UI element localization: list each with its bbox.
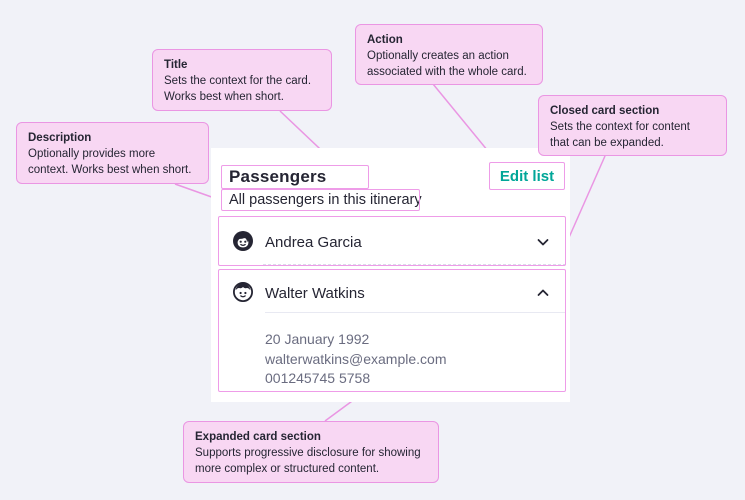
annotation-body: Sets the context for content that can be… [550,121,690,149]
annotation-action: Action Optionally creates an action asso… [355,24,543,85]
annotation-body: Optionally creates an action associated … [367,50,527,78]
card-title: Passengers [229,167,327,186]
passenger-dob: 20 January 1992 [265,331,370,347]
annotation-body: Supports progressive disclosure for show… [195,447,421,475]
section-divider [263,264,566,265]
annotation-title: Title Sets the context for the card. Wor… [152,49,332,111]
annotation-closed-section: Closed card section Sets the context for… [538,95,727,156]
card-panel [211,148,570,402]
annotation-heading: Closed card section [550,105,660,117]
passenger-name-walter[interactable]: Walter Watkins [265,285,365,302]
card-description: All passengers in this itinerary [229,192,422,208]
header-divider [265,312,566,313]
annotation-body: Optionally provides more context. Works … [28,148,192,176]
annotation-heading: Action [367,34,403,46]
edit-list-button[interactable]: Edit list [499,167,555,185]
passenger-details: 20 January 1992 walterwatkins@example.co… [265,330,447,389]
annotation-heading: Description [28,132,92,144]
annotation-heading: Title [164,59,188,71]
passenger-email: walterwatkins@example.com [265,350,447,367]
passenger-name-andrea[interactable]: Andrea Garcia [265,234,362,251]
passenger-phone: 001245745 5758 [265,370,371,386]
annotation-body: Sets the context for the card. Works bes… [164,75,312,103]
chevron-up-icon[interactable] [535,285,551,301]
chevron-down-icon[interactable] [535,234,551,250]
male-avatar-icon [231,280,255,304]
annotation-description: Description Optionally provides more con… [16,122,209,184]
female-avatar-icon [231,229,255,253]
annotation-heading: Expanded card section [195,431,321,443]
annotation-expanded-section: Expanded card section Supports progressi… [183,421,439,483]
